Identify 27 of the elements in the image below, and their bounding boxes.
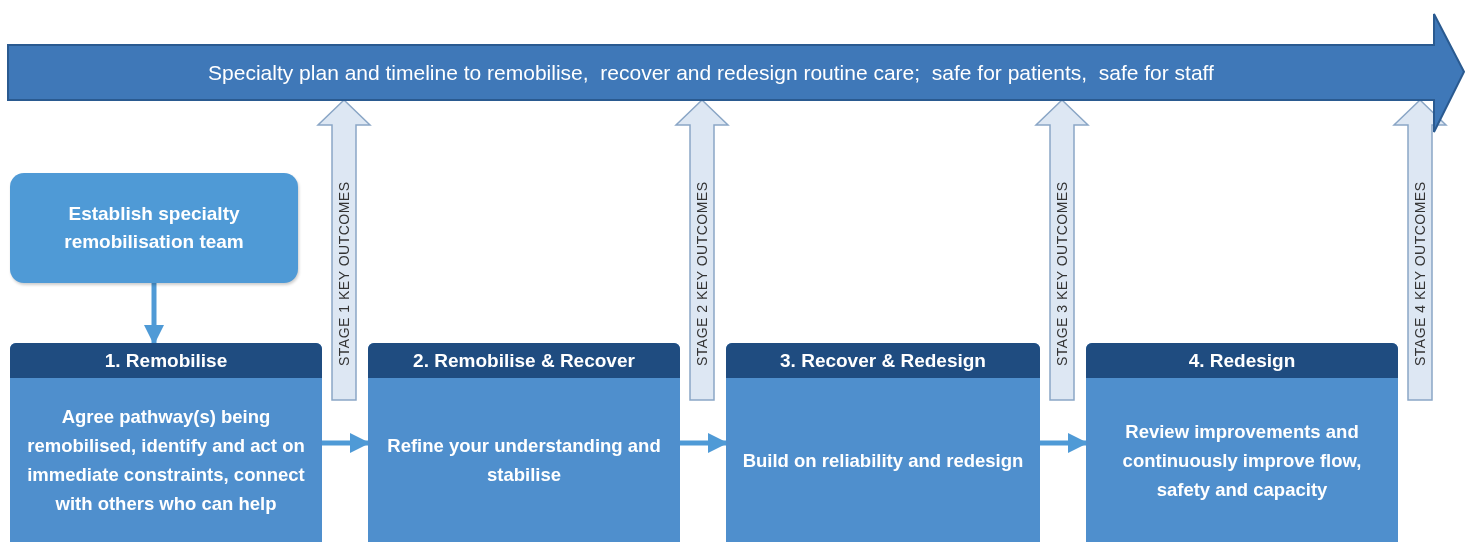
stage-description: Refine your understanding and stabilise: [386, 434, 662, 487]
stage-box: [1086, 343, 1398, 542]
stage-description: Build on reliability and redesign: [741, 448, 1025, 473]
stage-heading: 4. Redesign: [1086, 343, 1398, 378]
stage-heading: 3. Recover & Redesign: [726, 343, 1040, 378]
stage-box: [10, 343, 322, 542]
block-arrow: [674, 98, 730, 401]
stage-heading: 2. Remobilise & Recover: [368, 343, 680, 378]
stage-description: Agree pathway(s) being remobilised, identify and act on immediate constraints, connect with others who can help: [26, 405, 306, 516]
arrow: [144, 283, 164, 345]
arrow: [680, 433, 728, 453]
block-arrow: [1392, 98, 1448, 401]
edge-label: STAGE 2 KEY OUTCOMES: [693, 180, 711, 369]
timeline-text: Specialty plan and timeline to remobilise, recover and redesign routine care; safe for patients, safe for staff: [207, 59, 1215, 86]
arrow: [322, 433, 370, 453]
edge-label: STAGE 3 KEY OUTCOMES: [1053, 180, 1071, 369]
edge-label: STAGE 1 KEY OUTCOMES: [335, 180, 353, 369]
team-label: Establish specialty remobilisation team: [63, 202, 245, 254]
stage-box: [368, 343, 680, 542]
stage-heading: 1. Remobilise: [10, 343, 322, 378]
team-box: [10, 173, 298, 283]
block-arrow: [316, 98, 372, 401]
stage-description: Review improvements and continuously improve flow, safety and capacity: [1121, 419, 1363, 502]
stage-box: [726, 343, 1040, 542]
edge-label: STAGE 4 KEY OUTCOMES: [1411, 180, 1429, 369]
block-arrow: [1034, 98, 1090, 401]
arrow: [1040, 433, 1088, 453]
